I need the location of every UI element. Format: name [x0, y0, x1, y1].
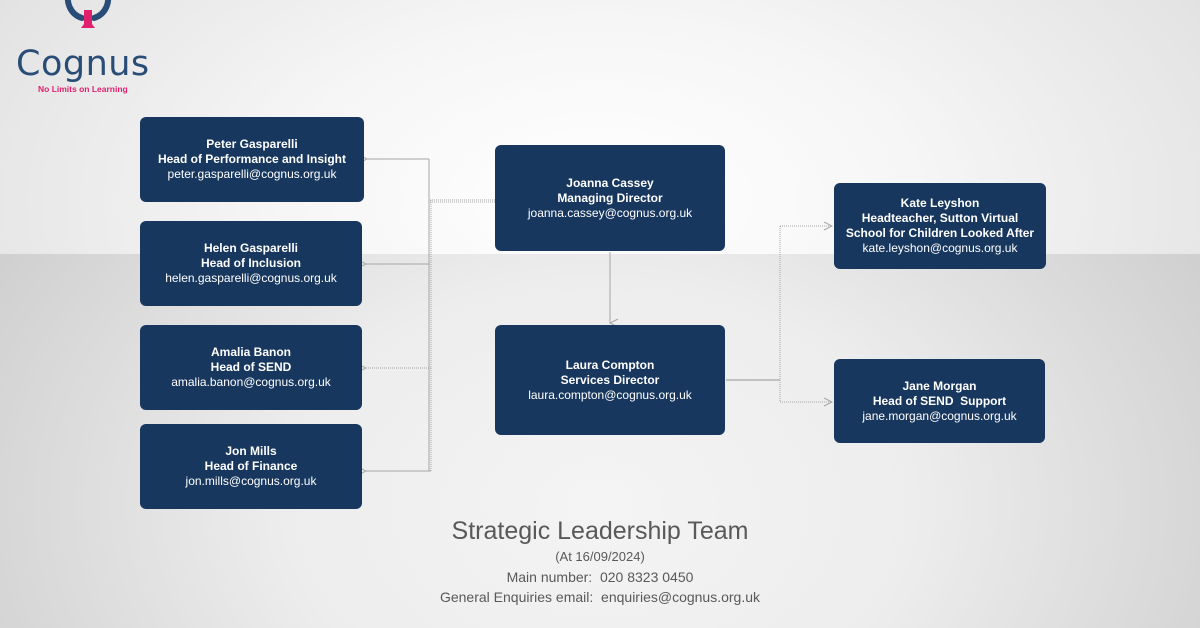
person-email: joanna.cassey@cognus.org.uk	[527, 205, 693, 220]
org-box-jon-mills: Jon Mills Head of Finance jon.mills@cogn…	[140, 424, 362, 509]
person-email: amalia.banon@cognus.org.uk	[171, 375, 331, 389]
person-email: kate.leyshon@cognus.org.uk	[862, 241, 1018, 255]
person-name: Helen Gasparelli	[203, 241, 299, 255]
person-email: jon.mills@cognus.org.uk	[185, 474, 317, 488]
org-box-peter-gasparelli: Peter Gasparelli Head of Performance and…	[140, 117, 364, 202]
chart-title: Strategic Leadership Team	[451, 517, 749, 545]
person-name: Peter Gasparelli	[206, 137, 298, 151]
person-role: Head of Finance	[204, 459, 298, 473]
logo-tagline: No Limits on Learning	[38, 84, 128, 94]
person-role: Head of Inclusion	[200, 256, 301, 270]
main-number: Main number: 020 8323 0450	[506, 569, 694, 585]
org-box-jane-morgan: Jane Morgan Head of SEND Support jane.mo…	[834, 359, 1045, 443]
footer-info: Strategic Leadership Team (At 16/09/2024…	[300, 515, 900, 607]
person-name: Jane Morgan	[902, 378, 977, 393]
person-role-line2: School for Children Looked After	[845, 226, 1035, 240]
person-role: Head of SEND	[210, 360, 292, 374]
org-box-amalia-banon: Amalia Banon Head of SEND amalia.banon@c…	[140, 325, 362, 410]
person-role: Head of Performance and Insight	[157, 152, 347, 166]
person-email: peter.gasparelli@cognus.org.uk	[167, 167, 337, 181]
person-role: Services Director	[560, 372, 660, 387]
person-role: Managing Director	[557, 190, 663, 205]
org-box-kate-leyshon: Kate Leyshon Headteacher, Sutton Virtual…	[834, 183, 1046, 269]
person-role: Head of SEND Support	[872, 393, 1007, 408]
org-box-laura-compton: Laura Compton Services Director laura.co…	[495, 325, 725, 435]
person-name: Joanna Cassey	[566, 175, 654, 190]
org-box-helen-gasparelli: Helen Gasparelli Head of Inclusion helen…	[140, 221, 362, 306]
person-email: helen.gasparelli@cognus.org.uk	[165, 271, 337, 285]
as-of-date: (At 16/09/2024)	[555, 549, 645, 564]
person-email: jane.morgan@cognus.org.uk	[862, 408, 1017, 423]
general-enquiries-email: General Enquiries email: enquiries@cognu…	[439, 589, 761, 605]
person-email: laura.compton@cognus.org.uk	[528, 387, 692, 402]
cognus-logo: Cognus No Limits on Learning	[14, 0, 174, 100]
person-name: Jon Mills	[225, 444, 277, 458]
person-role-line1: Headteacher, Sutton Virtual	[861, 211, 1019, 225]
person-name: Amalia Banon	[210, 345, 291, 359]
logo-mark-icon	[64, 0, 112, 28]
person-name: Kate Leyshon	[900, 196, 980, 210]
logo-wordmark: Cognus	[16, 44, 150, 84]
person-name: Laura Compton	[565, 357, 655, 372]
org-box-joanna-cassey: Joanna Cassey Managing Director joanna.c…	[495, 145, 725, 251]
